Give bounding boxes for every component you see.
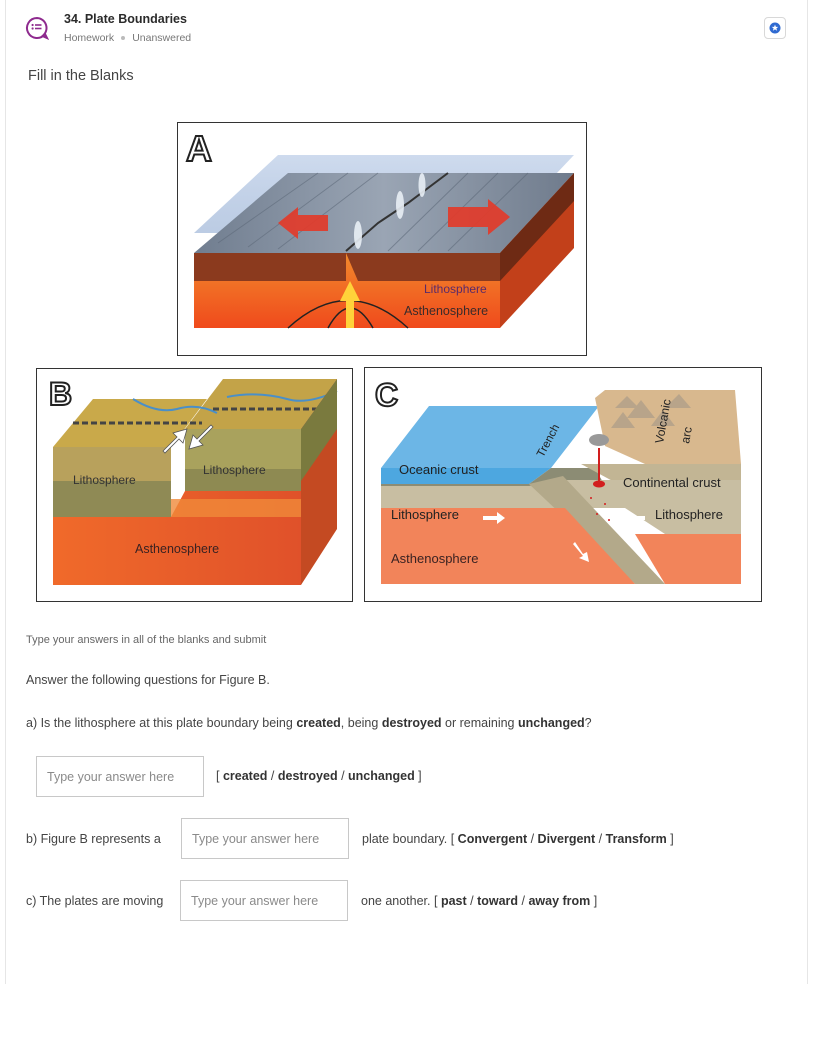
options-text: / (466, 894, 478, 908)
options-text: [ (216, 769, 223, 783)
star-badge-icon (769, 22, 781, 34)
figure-b-label-lithosphere-right: Lithosphere (203, 463, 266, 477)
figure-b-label-lithosphere-left: Lithosphere (73, 473, 136, 487)
question-a-text: ? (584, 716, 592, 730)
question-a-term-unchanged: unchanged (518, 716, 585, 730)
option-away-from: away from (528, 894, 591, 908)
answer-c-input[interactable] (180, 880, 348, 921)
option-destroyed: destroyed (277, 769, 338, 783)
option-created: created (222, 769, 268, 783)
question-intro: Answer the following questions for Figur… (26, 673, 270, 687)
options-text: ] (590, 894, 598, 908)
options-text: one another. [ (361, 894, 441, 908)
question-type: Homework (64, 32, 115, 44)
figure-a-letter: A (186, 128, 212, 169)
answer-b-input[interactable] (181, 818, 349, 859)
option-divergent: Divergent (537, 832, 596, 846)
question-a: a) Is the lithosphere at this plate boun… (26, 716, 592, 730)
figure-a-label-asthenosphere: Asthenosphere (404, 304, 488, 318)
figure-c-label-lithosphere-left: Lithosphere (391, 507, 459, 522)
option-convergent: Convergent (457, 832, 528, 846)
question-list-icon (25, 16, 50, 41)
options-text: / (527, 832, 538, 846)
options-text: / (337, 769, 349, 783)
figure-b-label-asthenosphere: Asthenosphere (135, 542, 219, 556)
question-meta: Homework Unanswered (64, 32, 191, 44)
answer-a-options: [ created / destroyed / unchanged ] (216, 769, 422, 783)
figure-c-label-continental-crust: Continental crust (623, 475, 721, 490)
question-title: 34. Plate Boundaries (64, 12, 187, 26)
option-toward: toward (477, 894, 519, 908)
question-a-text: , being (340, 716, 382, 730)
options-text: / (518, 894, 529, 908)
figure-a-label-lithosphere: Lithosphere (424, 282, 487, 296)
options-text: ] (414, 769, 422, 783)
options-text: plate boundary. [ (362, 832, 458, 846)
option-past: past (440, 894, 467, 908)
question-c-prefix: c) The plates are moving (26, 894, 164, 908)
question-a-text: or remaining (441, 716, 518, 730)
question-b-prefix: b) Figure B represents a (26, 832, 161, 846)
figure-b-letter: B (49, 376, 72, 412)
options-text: ] (666, 832, 674, 846)
question-a-term-destroyed: destroyed (381, 716, 442, 730)
figure-a: A Lithosphere Asthenosphere (177, 122, 587, 356)
question-a-term-created: created (296, 716, 341, 730)
figure-b: B Lithosphere Lithosphere Asthenosphere (36, 368, 353, 602)
section-title: Fill in the Blanks (28, 68, 134, 84)
options-text: / (595, 832, 606, 846)
answer-a-input[interactable] (36, 756, 204, 797)
figure-c-label-lithosphere-right: Lithosphere (655, 507, 723, 522)
figure-c-label-arc: arc (678, 426, 695, 445)
question-a-text: a) Is the lithosphere at this plate boun… (26, 716, 297, 730)
option-transform: Transform (605, 832, 667, 846)
question-status: Unanswered (132, 32, 192, 44)
flag-button[interactable] (764, 17, 786, 39)
figure-c: C Trench Volcanic arc Oceanic crust Cont… (364, 367, 762, 602)
option-unchanged: unchanged (348, 769, 415, 783)
separator-dot (121, 36, 126, 40)
figure-c-letter: C (375, 377, 398, 413)
question-c-suffix: one another. [ past / toward / away from… (361, 894, 597, 908)
figure-c-label-asthenosphere: Asthenosphere (391, 551, 478, 566)
figure-c-label-oceanic-crust: Oceanic crust (399, 462, 479, 477)
instruction-text: Type your answers in all of the blanks a… (26, 634, 267, 646)
options-text: / (267, 769, 278, 783)
question-b-suffix: plate boundary. [ Convergent / Divergent… (362, 832, 674, 846)
